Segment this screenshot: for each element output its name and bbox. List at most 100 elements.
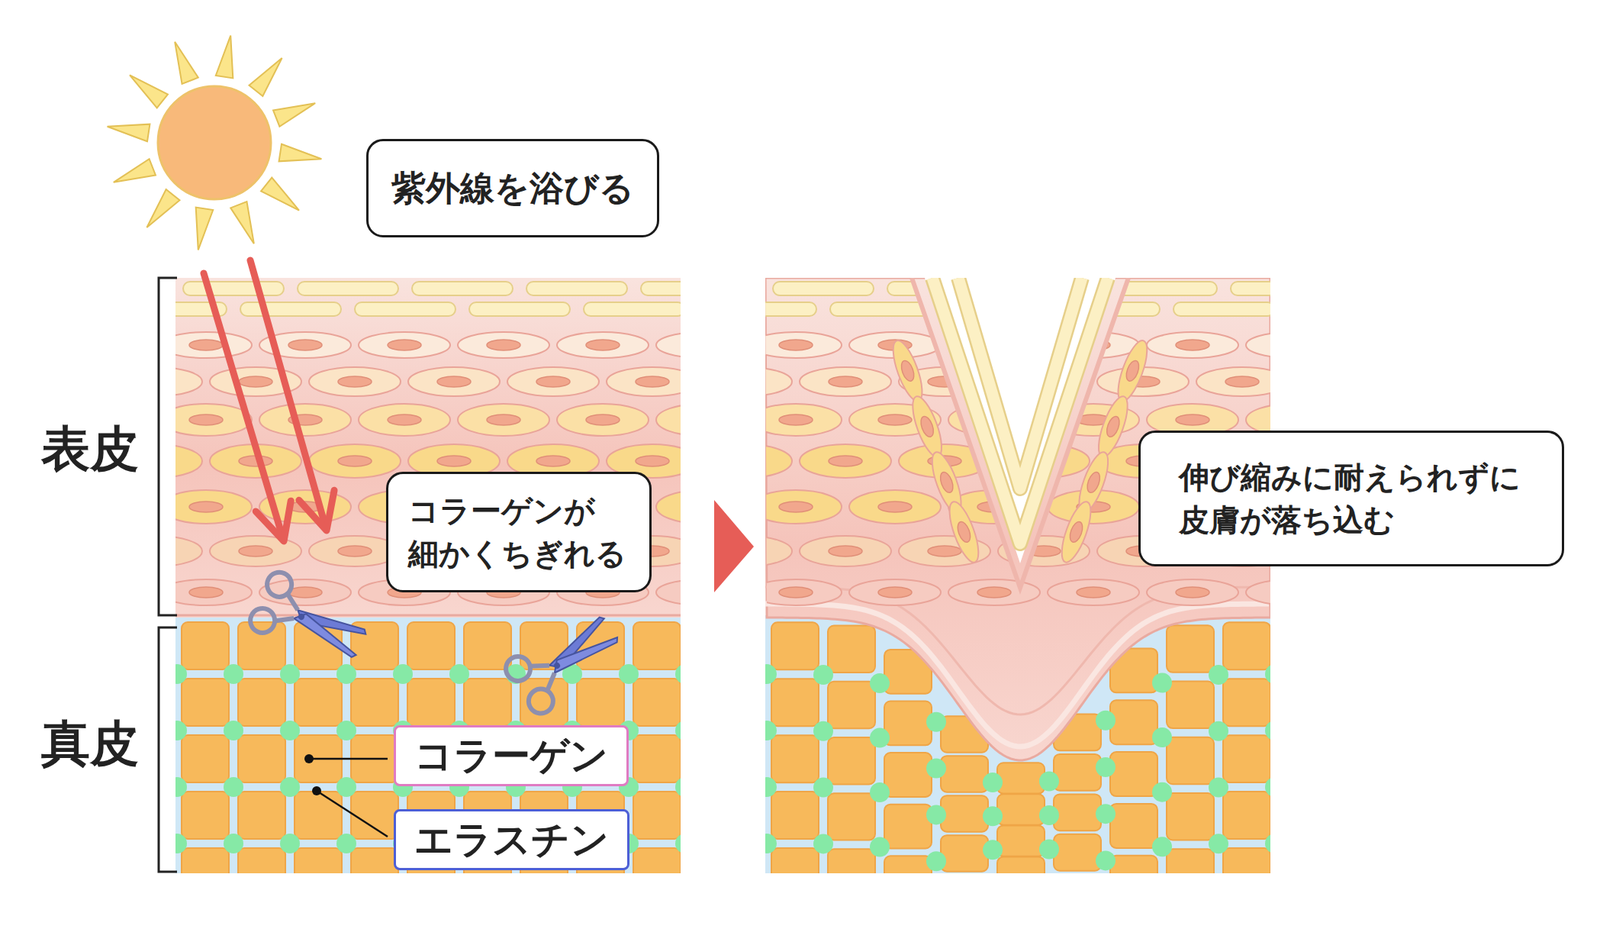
epidermal-cell: [1146, 331, 1239, 358]
collagen-cell: [238, 791, 286, 839]
callout-box: 伸び縮みに耐えられずに 皮膚が落ち込む: [1138, 430, 1565, 567]
elastin-dot: [1152, 782, 1172, 802]
collagen-cell: [771, 847, 819, 873]
epidermal-cell: [175, 331, 252, 358]
elastin-dot: [1152, 727, 1172, 747]
legend-tag: エラスチン: [393, 808, 630, 870]
collagen-cell: [884, 804, 932, 849]
elastin-dot: [223, 720, 244, 741]
collagen-cell: [1223, 847, 1271, 873]
elastin-dot: [1208, 777, 1229, 798]
horny-layer: [583, 302, 681, 316]
elastin-dot: [765, 776, 777, 797]
epidermis: [765, 277, 1271, 760]
epidermal-cell: [507, 367, 599, 396]
elastin-dot: [1152, 836, 1172, 857]
epidermal-cell: [175, 579, 252, 606]
collagen-cell: [1053, 753, 1102, 791]
collagen-cell: [997, 793, 1045, 825]
collagen-cell: [181, 847, 229, 873]
elastin-dot: [869, 782, 890, 802]
collagen-cell: [997, 824, 1045, 856]
elastin-dot: [1152, 672, 1172, 693]
epidermal-cell: [765, 489, 842, 524]
elastin-dot: [765, 720, 777, 741]
sun-ray: [260, 177, 300, 211]
collagen-cell: [576, 678, 625, 726]
collagen-cell: [181, 791, 229, 839]
epidermal-cell: [175, 489, 252, 524]
dermis-bracket: [158, 627, 178, 872]
callout-text: 紫外線を浴びる: [391, 164, 635, 213]
epidermal-cell: [175, 403, 252, 436]
epidermal-cell: [606, 367, 681, 396]
epidermis-bracket: [158, 277, 178, 615]
elastin-dot: [1265, 776, 1271, 797]
elastin-dot: [926, 850, 947, 871]
collagen-cell: [827, 737, 876, 784]
elastin-dot: [926, 711, 947, 732]
leader-line: [316, 790, 388, 837]
horny-layer: [640, 281, 681, 296]
elastin-dot: [223, 776, 244, 797]
horny-layer: [526, 281, 628, 296]
sun-ray: [230, 201, 255, 244]
epidermal-cell: [1245, 331, 1271, 358]
callout-box: コラーゲンが 細かくちぎれる: [386, 471, 652, 593]
collagen-cell: [1053, 833, 1102, 871]
elastin-dot: [813, 833, 834, 854]
sun-ray: [249, 57, 283, 97]
elastin-dot: [392, 663, 413, 684]
elastin-dot: [675, 663, 681, 684]
collagen-cell: [633, 791, 681, 839]
uv-arrow: [203, 273, 291, 541]
epidermal-cell: [1092, 392, 1134, 461]
epidermal-cell: [1055, 498, 1097, 566]
collagen-cell: [1223, 734, 1271, 783]
collagen-cell: [1110, 751, 1158, 796]
epidermal-cell: [1196, 367, 1271, 396]
collagen-cell: [1223, 621, 1271, 670]
epidermal-cell: [259, 579, 351, 606]
elastin-dot: [336, 776, 357, 797]
sun-ray: [129, 74, 168, 108]
collagen-cell: [1166, 681, 1214, 728]
collagen-cell: [463, 678, 512, 726]
collagen-cell: [884, 752, 932, 797]
horny-layer: [830, 302, 931, 316]
collagen-cell: [827, 681, 876, 728]
horny-layer: [1173, 302, 1271, 316]
sun-ray: [146, 189, 180, 228]
collagen-cell: [294, 678, 342, 726]
collagen-cell: [940, 795, 989, 831]
collagen-cell: [294, 791, 342, 839]
epidermal-cell: [799, 535, 892, 567]
collagen-cell: [771, 621, 819, 670]
collagen-cell: [1053, 793, 1102, 831]
horny-layer: [772, 281, 874, 296]
elastin-dot: [336, 833, 357, 854]
collagen-cell: [997, 762, 1045, 793]
collagen-cell: [940, 834, 989, 871]
uv-arrow: [250, 260, 335, 531]
elastin-dot: [1208, 664, 1229, 685]
transition-arrow: [714, 499, 754, 593]
callout-text: 伸び縮みに耐えられずに 皮膚が落ち込む: [1178, 455, 1524, 541]
collagen-cell: [633, 678, 681, 726]
sun-ray: [174, 41, 199, 84]
elastin-dot: [1265, 663, 1271, 684]
collagen-cell: [294, 847, 342, 873]
epidermal-cell: [765, 535, 792, 567]
elastin-dot: [1039, 771, 1060, 792]
elastin-dot: [1039, 872, 1060, 874]
epidermal-cell: [656, 403, 681, 436]
collagen-cell: [181, 734, 229, 783]
epidermal-cell: [907, 392, 948, 461]
collagen-cell: [884, 855, 932, 873]
horny-layer: [765, 302, 817, 316]
collagen-cell: [1223, 678, 1271, 726]
epidermis: [175, 277, 681, 618]
collagen-cell: [997, 856, 1045, 873]
elastin-dot: [1265, 833, 1271, 854]
elastin-dot: [1208, 833, 1229, 854]
